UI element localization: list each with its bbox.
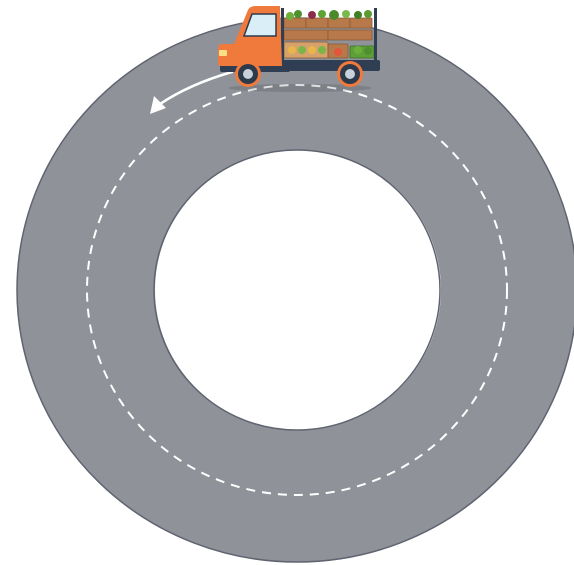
road-surface [17,18,574,562]
road-inner-edge [154,150,440,430]
truck-bed [280,60,380,71]
truck-front-wheel [235,61,261,87]
truck-rear-wheel [337,61,363,87]
truck-headlight [219,50,227,56]
ring-road [17,18,574,562]
vegetable-crates [284,10,374,58]
